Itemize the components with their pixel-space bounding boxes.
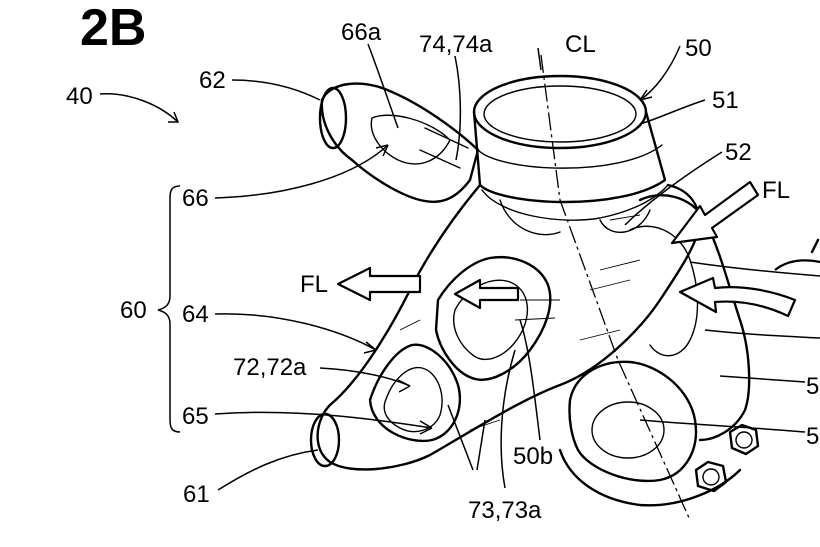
label-65: 65 <box>182 403 209 430</box>
arm-slot-upper <box>434 256 552 381</box>
leader-50 <box>639 45 681 101</box>
figure-title: 2B <box>80 0 146 57</box>
brace-60 <box>157 185 181 433</box>
flow-arrow-left-fl <box>336 266 422 302</box>
leader-50b <box>519 319 541 441</box>
label-66: 66 <box>182 185 209 212</box>
label-73-73a: 73,73a <box>468 497 542 524</box>
label-51: 51 <box>712 87 739 114</box>
flow-arrow-right-curved <box>678 276 797 318</box>
lower-foot-end <box>309 412 341 468</box>
leader-73-a <box>500 349 516 489</box>
leader-66-arrowhead <box>375 144 389 157</box>
label-72-72a: 72,72a <box>233 354 307 381</box>
label-5-lower: 5 <box>806 423 819 450</box>
centerline <box>540 54 691 521</box>
hub-pockets <box>481 184 669 236</box>
bolt-upper <box>728 423 760 456</box>
flow-arrow-upper-right <box>670 180 760 245</box>
leader-right-upper <box>689 261 820 277</box>
leader-52 <box>624 151 723 226</box>
leader-66a <box>367 43 399 129</box>
label-61: 61 <box>183 481 210 508</box>
label-60: 60 <box>120 297 147 324</box>
leader-66 <box>214 144 389 199</box>
hub-top-ellipse <box>472 74 648 150</box>
leader-lines <box>99 43 820 491</box>
leader-51 <box>639 99 706 125</box>
leader-64-arrowhead <box>363 341 377 354</box>
leader-74 <box>454 55 462 161</box>
hub-band <box>477 144 663 169</box>
leader-40 <box>99 93 179 123</box>
knuckle-drawing <box>309 54 760 521</box>
label-66a: 66a <box>341 19 382 46</box>
leader-72 <box>319 367 411 387</box>
bolt-lower <box>694 460 728 493</box>
lower-boss-hole <box>591 401 665 459</box>
leader-73-b <box>447 404 474 471</box>
label-62: 62 <box>199 67 226 94</box>
upper-arm-slot <box>419 127 469 169</box>
leader-64 <box>214 313 377 351</box>
label-64: 64 <box>182 301 209 328</box>
hatching <box>399 214 641 431</box>
label-fl-right: FL <box>762 177 790 204</box>
upper-arm-recess <box>370 114 451 165</box>
arm-slot-upper-inner <box>453 279 529 361</box>
leader-50-arrowhead <box>639 89 653 101</box>
label-74-74a: 74,74a <box>419 31 493 58</box>
leader-5y <box>719 375 806 383</box>
flow-arrow-inner <box>453 278 520 310</box>
main-body-outline <box>316 183 702 471</box>
label-cl: CL <box>565 31 596 58</box>
upper-arm-outline <box>320 82 480 203</box>
leader-65-arrowhead <box>419 420 433 435</box>
leader-73-c <box>476 419 486 471</box>
lower-base <box>558 448 742 507</box>
label-40: 40 <box>66 83 93 110</box>
right-flange <box>638 193 751 442</box>
leader-cl <box>537 47 542 71</box>
lower-boss <box>568 360 698 483</box>
arm-slot-lower <box>368 343 462 443</box>
label-5-upper: 5 <box>806 373 819 400</box>
label-50b: 50b <box>513 443 553 470</box>
reference-labels: 40 62 66a 74,74a CL 50 51 52 FL 66 FL 60… <box>66 19 819 524</box>
label-50: 50 <box>685 35 712 62</box>
leader-5x <box>704 329 820 339</box>
hub-inner-ellipse <box>483 85 637 143</box>
leader-65 <box>214 411 433 429</box>
flow-arrow-far-right-partial <box>774 259 820 271</box>
upper-arm-end <box>318 86 348 150</box>
leader-boss <box>639 419 806 433</box>
edge-mark <box>810 238 820 254</box>
leader-61 <box>217 449 319 491</box>
leader-72-arrowhead <box>397 379 411 393</box>
label-52: 52 <box>725 139 752 166</box>
label-fl-left: FL <box>300 271 328 298</box>
hub-body <box>472 110 667 204</box>
leader-62 <box>231 79 321 101</box>
leader-40-arrowhead <box>168 111 180 123</box>
